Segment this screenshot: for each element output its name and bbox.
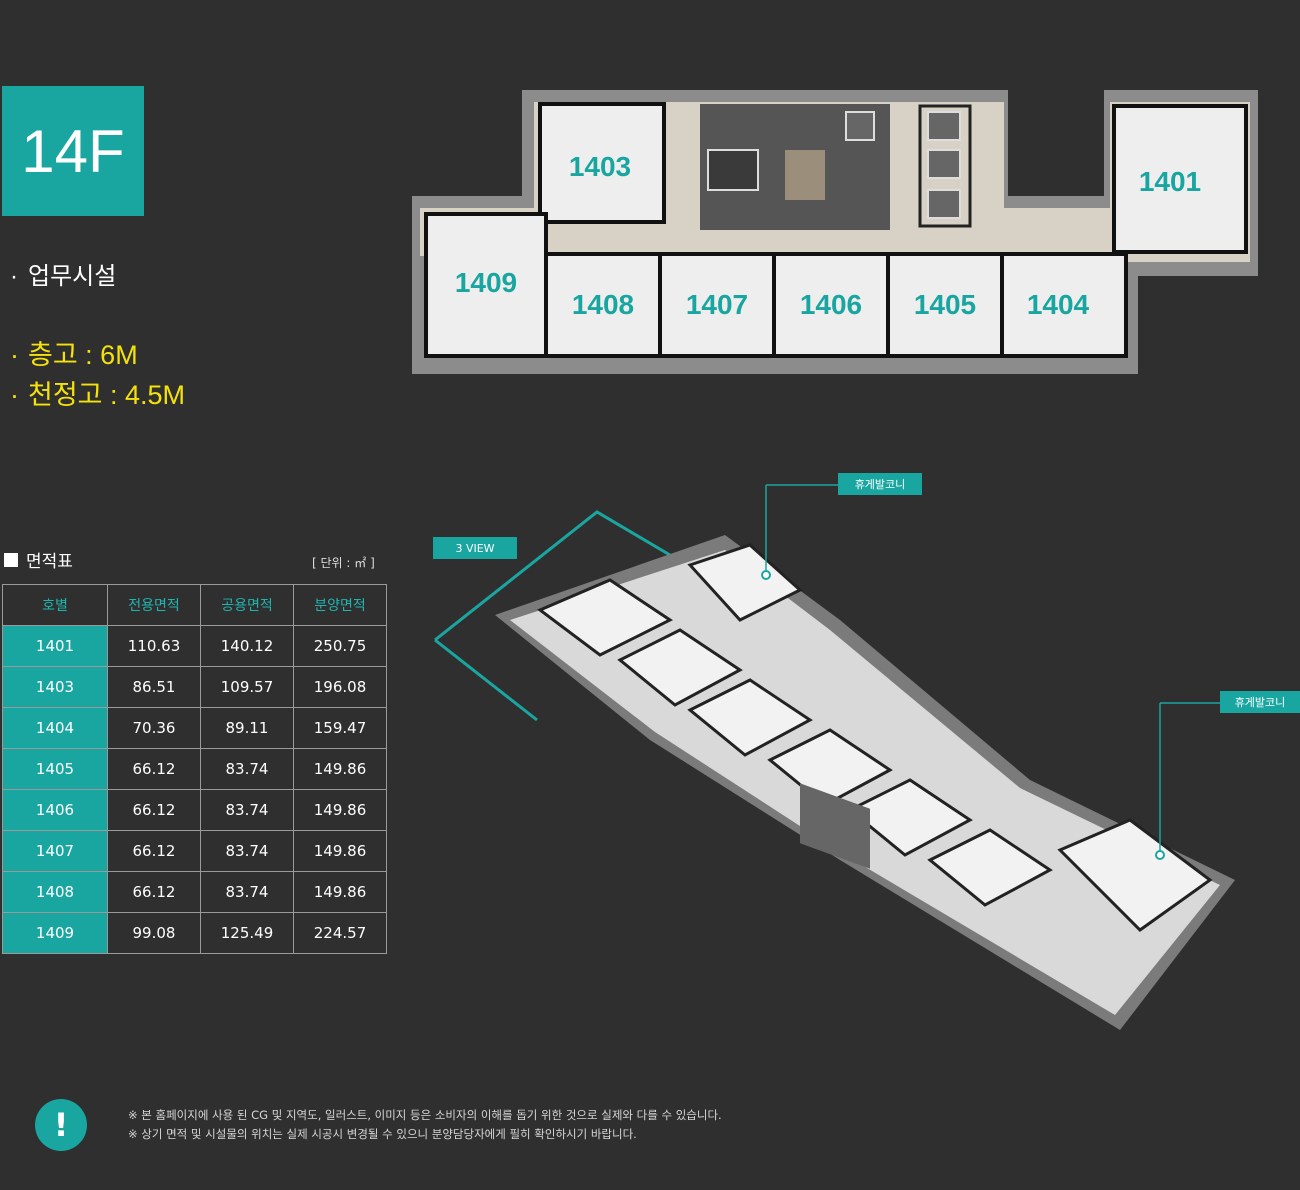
room-1405-shape bbox=[886, 252, 1004, 358]
header-common: 공용면적 bbox=[200, 584, 294, 626]
table-row: 1404 70.36 89.11 159.47 bbox=[2, 707, 387, 749]
header-unit: 호별 bbox=[2, 584, 108, 626]
floor-plan-3d bbox=[434, 484, 1235, 1030]
floor-label: 14F bbox=[21, 117, 125, 185]
table-row: 1403 86.51 109.57 196.08 bbox=[2, 666, 387, 708]
notice-icon: ! bbox=[35, 1099, 87, 1151]
floor-plan-2d: 1403 1401 1409 1408 1407 1406 1405 1404 bbox=[412, 90, 1258, 374]
table-row: 1401 110.63 140.12 250.75 bbox=[2, 625, 387, 667]
header-exclusive: 전용면적 bbox=[107, 584, 201, 626]
use-text: 업무시설 bbox=[28, 263, 117, 290]
room-1409-shape bbox=[424, 212, 548, 358]
info-use: · 업무시설 bbox=[10, 256, 116, 291]
room-1404-shape bbox=[1000, 252, 1128, 358]
area-table-title: 면적표 bbox=[4, 547, 73, 572]
floor-height-text: 층고 : 6M bbox=[28, 340, 138, 370]
notice-line-2: ※ 상기 면적 및 시설물의 위치는 실제 시공시 변경될 수 있으니 분양담당… bbox=[128, 1127, 637, 1141]
room-1408-label: 1408 bbox=[572, 289, 634, 320]
floor-badge: 14F bbox=[2, 86, 144, 216]
ceiling-height-text: 천정고 : 4.5M bbox=[28, 380, 186, 410]
view-3d-tag: 3 VIEW bbox=[433, 537, 517, 559]
notice-text: ※ 본 홈페이지에 사용 된 CG 및 지역도, 일러스트, 이미지 등은 소비… bbox=[128, 1106, 722, 1144]
balcony-tag-1: 휴게발코니 bbox=[838, 473, 922, 495]
room-1401-label: 1401 bbox=[1139, 166, 1201, 197]
room-1403-shape bbox=[538, 102, 666, 224]
room-1404-label: 1404 bbox=[1027, 289, 1090, 320]
info-ceiling-height: · 천정고 : 4.5M bbox=[10, 373, 185, 412]
area-unit: [ 단위 : ㎡ ] bbox=[312, 556, 375, 570]
bullet: · bbox=[10, 263, 18, 290]
room-1403-label: 1403 bbox=[569, 151, 631, 182]
bullet: · bbox=[10, 380, 19, 410]
table-row: 1406 66.12 83.74 149.86 bbox=[2, 789, 387, 831]
room-1405-label: 1405 bbox=[914, 289, 976, 320]
room-1407-shape bbox=[658, 252, 776, 358]
table-row: 1408 66.12 83.74 149.86 bbox=[2, 871, 387, 913]
square-icon bbox=[4, 552, 18, 567]
table-row: 1409 99.08 125.49 224.57 bbox=[2, 912, 387, 954]
info-floor-height: · 층고 : 6M bbox=[10, 333, 138, 372]
table-header-row: 호별 전용면적 공용면적 분양면적 bbox=[2, 584, 387, 626]
table-row: 1407 66.12 83.74 149.86 bbox=[2, 830, 387, 872]
header-sale: 분양면적 bbox=[293, 584, 387, 626]
balcony-tag-2: 휴게발코니 bbox=[1220, 691, 1300, 713]
bullet: · bbox=[10, 340, 19, 370]
table-row: 1405 66.12 83.74 149.86 bbox=[2, 748, 387, 790]
notice-line-1: ※ 본 홈페이지에 사용 된 CG 및 지역도, 일러스트, 이미지 등은 소비… bbox=[128, 1108, 722, 1122]
room-1409-label: 1409 bbox=[455, 267, 517, 298]
room-1401-shape bbox=[1112, 104, 1248, 254]
room-1406-label: 1406 bbox=[800, 289, 862, 320]
area-table: 호별 전용면적 공용면적 분양면적 1401 110.63 140.12 250… bbox=[2, 584, 387, 954]
room-1407-label: 1407 bbox=[686, 289, 748, 320]
